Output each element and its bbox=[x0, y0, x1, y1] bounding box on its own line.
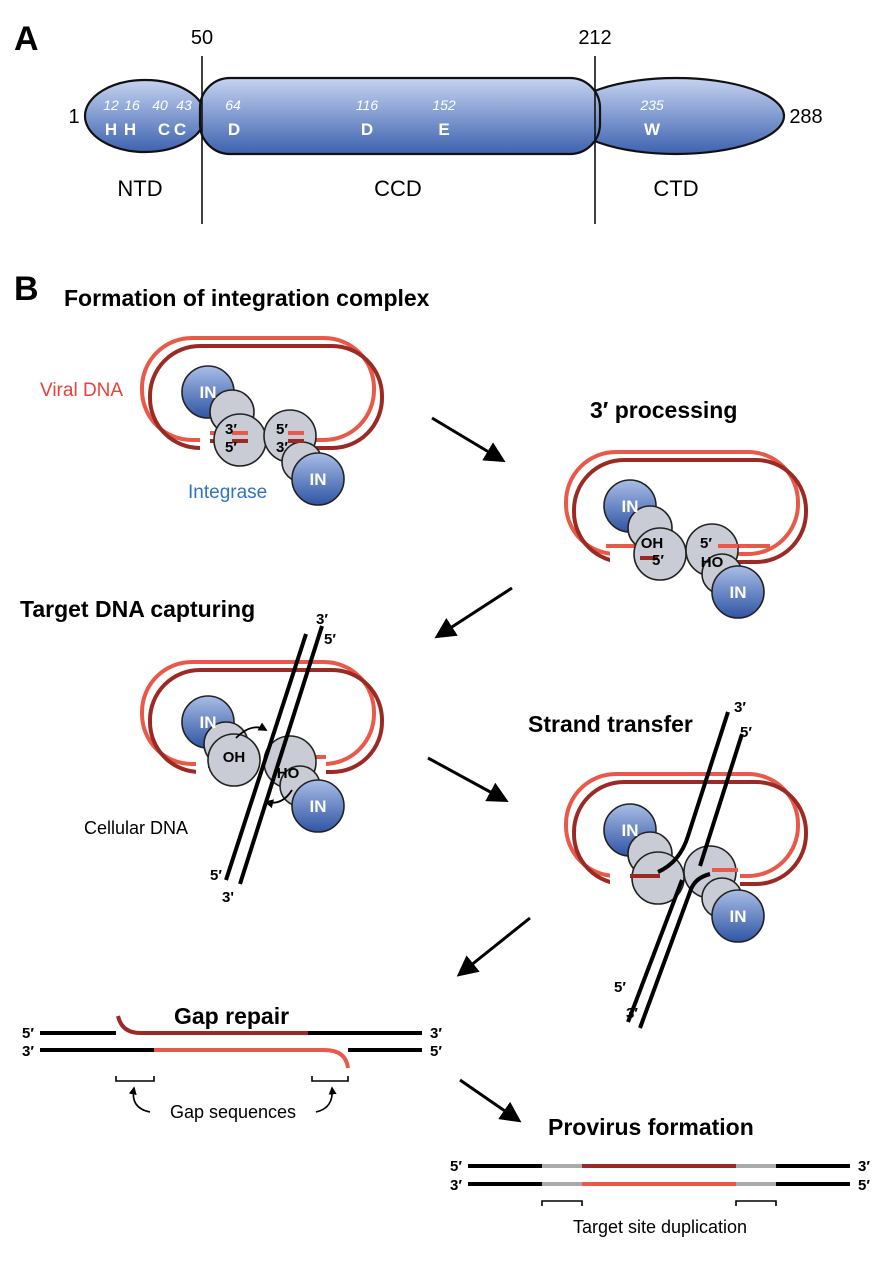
end-label: 3' bbox=[222, 889, 234, 906]
ho-label: HO bbox=[701, 554, 724, 571]
end-label: 3′ bbox=[450, 1177, 462, 1194]
viral-dna-label: Viral DNA bbox=[40, 380, 123, 401]
residue-letter: D bbox=[361, 120, 373, 139]
processing-complex bbox=[564, 450, 808, 619]
end-label: 5′ bbox=[276, 421, 288, 438]
in-label: IN bbox=[310, 470, 327, 489]
cellular-dna-label: Cellular DNA bbox=[84, 818, 188, 838]
domain-label-ctd: CTD bbox=[653, 176, 698, 201]
ccd-domain-shape bbox=[198, 76, 602, 156]
in-label: IN bbox=[730, 907, 747, 926]
transfer-complex bbox=[564, 711, 808, 1029]
end-label: 5′ bbox=[210, 867, 222, 884]
process-arrow bbox=[434, 586, 513, 639]
residue-number: 16 bbox=[124, 97, 140, 113]
step-title-provirus: Provirus formation bbox=[548, 1114, 754, 1140]
position-boundary-1: 50 bbox=[191, 27, 213, 49]
integrase-label: Integrase bbox=[188, 482, 267, 503]
end-label: 5′ bbox=[740, 724, 752, 741]
panel-b-label: B bbox=[14, 270, 39, 308]
end-label: 3′ bbox=[430, 1025, 442, 1042]
end-label: 3′ bbox=[626, 1005, 638, 1022]
ntd-domain-shape bbox=[83, 78, 207, 154]
residue-letter: C bbox=[158, 120, 170, 139]
residue-letter: W bbox=[644, 120, 661, 139]
oh-label: OH bbox=[641, 535, 664, 552]
gap-repair-dna bbox=[40, 1015, 422, 1113]
residue-number: 152 bbox=[432, 97, 456, 113]
ho-label: HO bbox=[277, 765, 300, 782]
residue-number: 235 bbox=[639, 97, 664, 113]
process-arrow bbox=[456, 916, 531, 977]
end-label: 3′ bbox=[734, 699, 746, 716]
capturing-complex bbox=[140, 625, 384, 885]
in-label: IN bbox=[730, 583, 747, 602]
gap-sequences-label: Gap sequences bbox=[170, 1102, 296, 1122]
oh-label: OH bbox=[223, 749, 246, 766]
residue-letter: D bbox=[228, 120, 240, 139]
step-title-processing: 3′ processing bbox=[590, 397, 737, 423]
end-label: 5′ bbox=[225, 439, 237, 456]
domain-label-ntd: NTD bbox=[117, 176, 162, 201]
end-label: 3′ bbox=[225, 421, 237, 438]
end-label: 3′ bbox=[22, 1043, 34, 1060]
in-label: IN bbox=[200, 713, 217, 732]
residue-number: 116 bbox=[356, 97, 379, 113]
step-title-capturing: Target DNA capturing bbox=[20, 596, 255, 622]
in-label: IN bbox=[622, 497, 639, 516]
position-boundary-2: 212 bbox=[578, 27, 611, 49]
integrase-subunit bbox=[291, 452, 345, 506]
residue-letter: H bbox=[105, 120, 117, 139]
position-end: 288 bbox=[789, 106, 822, 128]
residue-number: 40 bbox=[152, 97, 168, 113]
in-label: IN bbox=[622, 821, 639, 840]
step-title-transfer: Strand transfer bbox=[528, 711, 693, 737]
residue-letter: H bbox=[124, 120, 136, 139]
integrase-domain-schematic bbox=[83, 56, 786, 224]
position-start: 1 bbox=[68, 106, 79, 128]
target-site-duplication-label: Target site duplication bbox=[573, 1217, 747, 1237]
formation-complex bbox=[140, 336, 384, 506]
provirus-dna bbox=[468, 1164, 850, 1206]
end-label: 3′ bbox=[858, 1158, 870, 1175]
end-label: 3′ bbox=[316, 611, 328, 628]
residue-letter: C bbox=[174, 120, 186, 139]
end-label: 5′ bbox=[324, 631, 336, 648]
end-label: 5′ bbox=[614, 979, 626, 996]
step-title-gap-repair: Gap repair bbox=[174, 1003, 289, 1029]
step-title-formation: Formation of integration complex bbox=[64, 285, 430, 311]
in-label: IN bbox=[310, 797, 327, 816]
residue-letter: E bbox=[438, 120, 449, 139]
process-arrow bbox=[431, 416, 506, 463]
process-arrow bbox=[459, 1078, 522, 1123]
end-label: 5′ bbox=[450, 1158, 462, 1175]
process-arrow bbox=[427, 756, 509, 803]
domain-label-ccd: CCD bbox=[374, 176, 422, 201]
end-label: 5′ bbox=[22, 1025, 34, 1042]
residue-number: 12 bbox=[103, 97, 119, 113]
panel-a-label: A bbox=[14, 20, 39, 58]
cellular-dna-strand bbox=[224, 633, 308, 881]
residue-number: 43 bbox=[176, 97, 192, 113]
end-label: 5′ bbox=[858, 1177, 870, 1194]
end-label: 3′ bbox=[276, 439, 288, 456]
end-label: 5′ bbox=[652, 552, 664, 569]
end-label: 5′ bbox=[430, 1043, 442, 1060]
end-label: 5′ bbox=[700, 535, 712, 552]
cellular-dna-strand bbox=[238, 625, 324, 885]
residue-number: 64 bbox=[225, 97, 241, 113]
in-label: IN bbox=[200, 383, 217, 402]
